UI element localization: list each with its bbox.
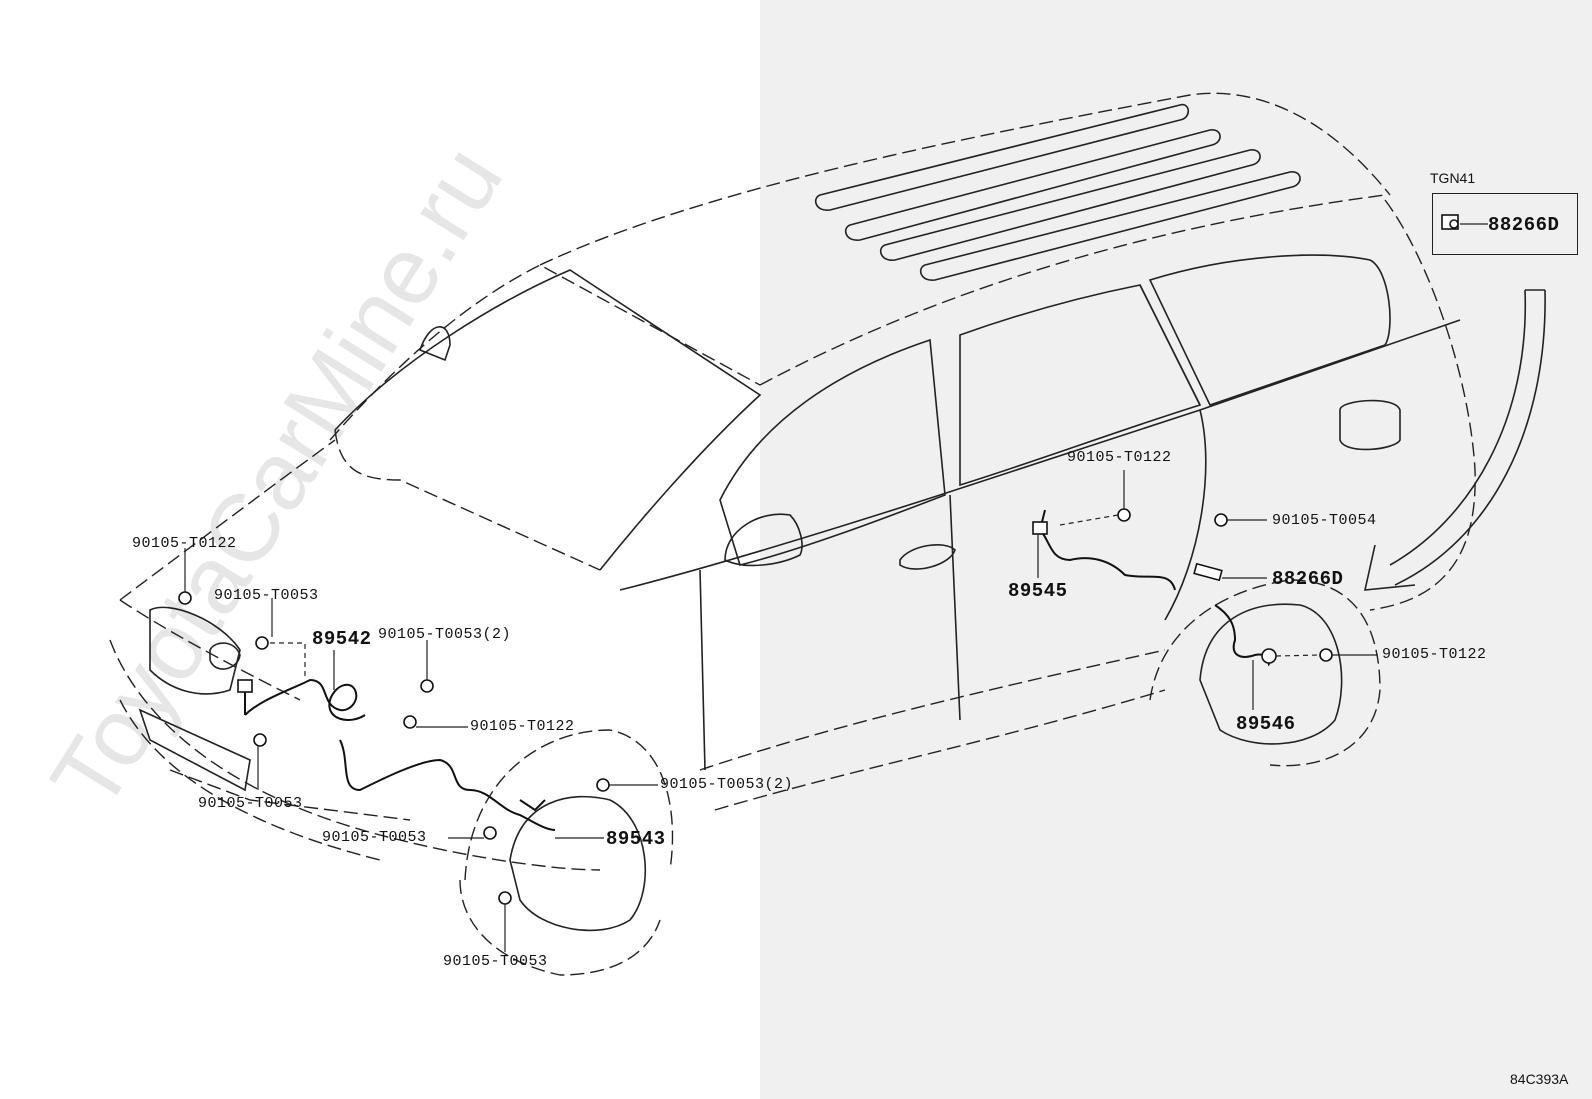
label-sensor-89546: 89546 [1236, 713, 1296, 735]
label-bolt-front-wheel-bottom: 90105-T0053 [443, 953, 548, 970]
shaded-background-panel [760, 0, 1592, 1099]
label-sensor-89545: 89545 [1008, 580, 1068, 602]
label-bracket-88266d: 88266D [1272, 568, 1344, 590]
label-sensor-89542: 89542 [312, 628, 372, 650]
label-bolt-front-left-lower: 90105-T0053 [198, 795, 303, 812]
inset-box-tgn41 [1432, 193, 1578, 255]
label-sensor-89543: 89543 [606, 828, 666, 850]
label-bolt-front-left-upper: 90105-T0053 [214, 587, 319, 604]
label-bolt-front-mid-2: 90105-T0053(2) [378, 626, 512, 643]
label-bolt-front-bottom: 90105-T0053 [322, 829, 427, 846]
diagram-code: 84C393A [1510, 1071, 1569, 1087]
label-bolt-rear-right-top: 90105-T0054 [1272, 512, 1377, 529]
inset-model-label: TGN41 [1430, 170, 1476, 186]
label-bolt-rear-right: 90105-T0122 [1382, 646, 1487, 663]
inset-part-label: 88266D [1488, 214, 1560, 236]
label-bolt-front-mid-t0122: 90105-T0122 [470, 718, 575, 735]
label-bolt-front-left-top: 90105-T0122 [132, 535, 237, 552]
label-bolt-front-right-2: 90105-T0053(2) [660, 776, 794, 793]
label-bolt-rear-mid: 90105-T0122 [1067, 449, 1172, 466]
